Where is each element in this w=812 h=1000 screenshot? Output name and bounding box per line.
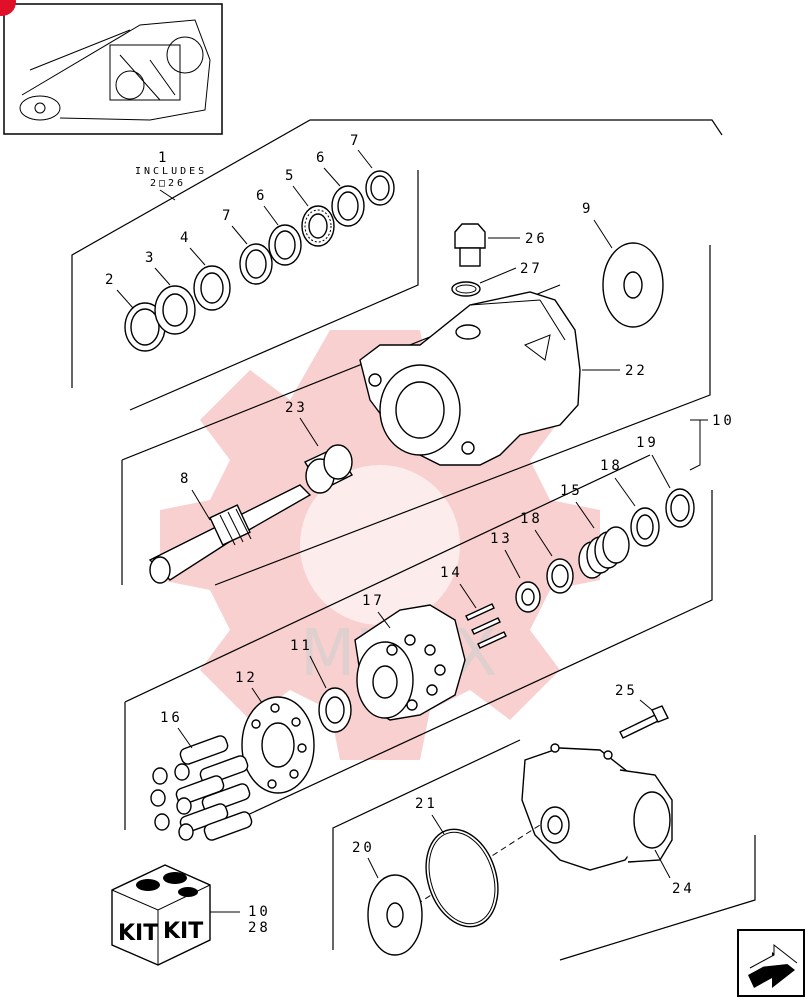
- snap-ring-7b: [365, 170, 395, 206]
- drive-shaft-8: [148, 484, 312, 584]
- callout-26: 26: [525, 231, 548, 247]
- washer-18a: [546, 558, 574, 594]
- cylinder-block-17: [354, 604, 466, 721]
- retainer-plate-12: [241, 696, 315, 794]
- spline-bushing-11: [318, 687, 352, 733]
- ring-4: [193, 265, 231, 311]
- callout-25: 25: [615, 683, 638, 699]
- spring-15: [578, 526, 630, 579]
- callout-24: 24: [672, 881, 695, 897]
- callout-14: 14: [440, 565, 463, 581]
- callout-6a: 6: [256, 188, 267, 204]
- callout-4: 4: [180, 230, 191, 246]
- washer-6b: [331, 185, 365, 227]
- callout-13: 13: [490, 531, 513, 547]
- callout-21: 21: [415, 796, 438, 812]
- callout-9: 9: [582, 201, 593, 217]
- ring-3: [154, 285, 196, 335]
- washer-6a: [268, 224, 302, 266]
- bolt-25: [619, 705, 669, 739]
- overview-thumbnail[interactable]: [3, 3, 223, 135]
- end-cover-24: [521, 743, 673, 871]
- callout-27: 27: [520, 261, 543, 277]
- callout-1: 1: [158, 150, 169, 166]
- callout-17: 17: [362, 593, 385, 609]
- callout-22: 22: [625, 363, 648, 379]
- callout-7b: 7: [350, 133, 361, 149]
- pins-14: [465, 603, 507, 649]
- callout-12: 12: [235, 670, 258, 686]
- callout-23: 23: [285, 400, 308, 416]
- callout-16: 16: [160, 710, 183, 726]
- washer-20: [367, 874, 423, 956]
- callout-19: 19: [636, 435, 659, 451]
- thrust-washer-9: [602, 242, 664, 328]
- housing-22: [359, 291, 581, 466]
- callout-5: 5: [285, 168, 296, 184]
- pistons-16: [150, 735, 253, 841]
- includes-text: INCLUDES: [135, 166, 207, 177]
- group-frame-1: [71, 119, 723, 388]
- sleeve-23: [303, 444, 354, 494]
- group-frame-4: [332, 739, 756, 961]
- callout-11: 11: [290, 638, 313, 654]
- badge-icon: [0, 0, 16, 16]
- callout-20: 20: [352, 840, 375, 856]
- callout-kit-28: 28: [248, 920, 271, 936]
- callout-15: 15: [560, 483, 583, 499]
- kit-label-right: KIT: [163, 919, 203, 944]
- kit-label-left: KIT: [118, 921, 158, 946]
- snap-ring-7a: [239, 243, 273, 285]
- bearing-5: [301, 205, 335, 247]
- callout-8: 8: [180, 471, 191, 487]
- washer-18b: [630, 507, 660, 547]
- retainer-13: [515, 581, 541, 613]
- snap-ring-19: [665, 488, 695, 528]
- next-page-arrow-icon[interactable]: [737, 929, 805, 997]
- callout-2: 2: [105, 272, 116, 288]
- callout-3: 3: [145, 250, 156, 266]
- group-frame-3: [124, 454, 713, 831]
- kit-box: KIT KIT: [111, 864, 211, 966]
- callout-10: 10: [712, 413, 735, 429]
- callout-kit-10: 10: [248, 904, 271, 920]
- range-text: 2□26: [150, 178, 186, 189]
- callout-18b: 18: [600, 458, 623, 474]
- callout-7a: 7: [222, 208, 233, 224]
- plug-26: [454, 223, 486, 267]
- o-ring-27: [451, 281, 481, 297]
- callout-6b: 6: [316, 150, 327, 166]
- callout-18a: 18: [520, 511, 543, 527]
- o-ring-21: [425, 828, 499, 928]
